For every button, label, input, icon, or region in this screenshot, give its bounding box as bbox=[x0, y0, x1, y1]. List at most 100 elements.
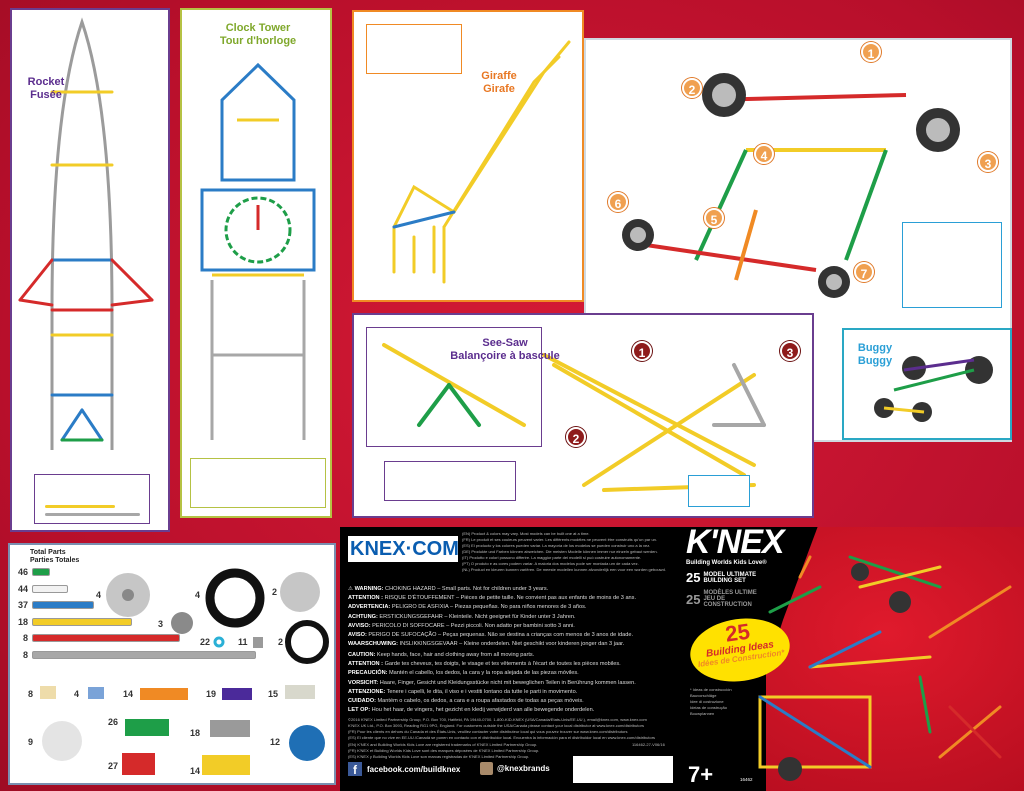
rod-piece bbox=[32, 650, 256, 659]
rod-count: 37 bbox=[17, 600, 28, 610]
cautions-line: PRECAUCIÓN: Mantén el cabello, los dedos… bbox=[348, 669, 636, 678]
part-count: 22 bbox=[200, 637, 211, 647]
knex-com-logo: KNEX·COM bbox=[348, 536, 459, 562]
set-count: 25 bbox=[686, 570, 701, 585]
line-label: LET OP: bbox=[348, 707, 371, 714]
part-count: 2 bbox=[272, 587, 278, 597]
line-text: PERICOLO DI SOFFOCARE – Pezzi piccoli. N… bbox=[370, 622, 575, 629]
line-label: ATTENTION : bbox=[348, 595, 384, 602]
giraffe-model bbox=[392, 40, 571, 284]
rocket-model bbox=[18, 17, 154, 450]
line-text: INSLIKKINGSGEVAAR – Kleine onderdelen. N… bbox=[398, 641, 625, 648]
part-count: 2 bbox=[278, 637, 284, 647]
legal-text: ©2016 K'NEX Limited Partnership Group, P… bbox=[348, 717, 655, 741]
buggy-step-3: 3 bbox=[978, 152, 998, 172]
title-fr: Parties Totales bbox=[30, 557, 80, 564]
note-line: (EN) Product & colors may vary. Most mod… bbox=[462, 531, 590, 536]
trademark-line: (FR) K'NEX et Building Worlds Kids Love … bbox=[348, 748, 540, 753]
rod-piece bbox=[32, 568, 50, 576]
rod-count: 44 bbox=[17, 583, 28, 594]
instagram-text: @knexbrands bbox=[497, 764, 550, 773]
line-text: Hou het haar, de vingers, het gezicht en… bbox=[370, 707, 595, 714]
line-text: PELIGRO DE ASFIXIA – Piezas pequeñas. No… bbox=[390, 604, 587, 611]
title-en: Giraffe bbox=[481, 70, 517, 82]
set-title: MODEL ULTIMATE BUILDING SET bbox=[703, 571, 757, 584]
line-text: Haare, Finger, Gesicht und Kleidungsstüc… bbox=[378, 679, 636, 686]
line-text: PERIGO DE SUFOCAÇÃO – Peças pequenas. Nã… bbox=[366, 632, 634, 639]
part-count: 8 bbox=[28, 689, 34, 699]
line-text: Tenere i capelli, le dita, il viso e i v… bbox=[385, 688, 578, 695]
see-saw-step-3: 3 bbox=[780, 341, 800, 361]
title-fr: Tour d'horloge bbox=[219, 35, 297, 47]
title-en: Clock Tower bbox=[225, 22, 291, 34]
rod-piece bbox=[32, 584, 68, 593]
line-label: AVISO: bbox=[348, 632, 367, 639]
warnings: ⚠ WARNING: CHOKING HAZARD – Small parts.… bbox=[348, 585, 636, 649]
buggy-step-6: 6 bbox=[608, 192, 628, 212]
footnote-line: Bauvorschläge bbox=[690, 693, 717, 698]
line-label: WARNING: bbox=[354, 586, 384, 592]
warning-icon: ⚠ bbox=[348, 586, 355, 592]
line-text: Mantén el cabello, los dedos, la cara y … bbox=[387, 670, 579, 677]
legal-line: (ES) El cliente que no vive en EE.UU./Ca… bbox=[348, 735, 656, 740]
set-name-fr: 25 MODÈLES ULTIME JEU DE CONSTRUCTION bbox=[686, 590, 758, 608]
cautions-line: ATTENZIONE: Tenere i capelli, le dita, i… bbox=[348, 688, 636, 697]
warnings-line: ACHTUNG: ERSTICKUNGSGEFAHR – Kleinteile.… bbox=[348, 613, 636, 622]
legal-line: (FR) Pour les clients en dehors du Canad… bbox=[348, 729, 628, 734]
product-notes: (EN) Product & colors may vary. Most mod… bbox=[462, 531, 676, 573]
note-line: (DE) Produkte und Farben können abweiche… bbox=[462, 549, 658, 554]
set-count: 25 bbox=[686, 591, 701, 607]
note-line: (ES) El producto y los colores pueden va… bbox=[462, 543, 651, 548]
see-saw-step-2: 2 bbox=[566, 427, 586, 447]
trademark-text: (EN) K'NEX and Building Worlds Kids Love… bbox=[348, 742, 539, 760]
line-text: CHOKING HAZARD – Small parts. Not for ch… bbox=[383, 586, 549, 592]
part-count: 4 bbox=[96, 590, 102, 600]
buggy-step-1: 1 bbox=[861, 42, 881, 62]
facebook-text: facebook.com/buildknex bbox=[367, 764, 461, 774]
trademark-line: (EN) K'NEX and Building Worlds Kids Love… bbox=[348, 742, 538, 747]
footnote-line: Bouwplannen bbox=[690, 711, 715, 716]
warnings-line: WAARSCHUWING: INSLIKKINGSGEVAAR – Kleine… bbox=[348, 640, 636, 649]
note-line: (IT) Prodotto e colori possono differire… bbox=[462, 555, 642, 560]
title-fr: Fusée bbox=[30, 89, 62, 101]
trademark-line: (ES) K'NEX y Building Worlds Kids Love s… bbox=[348, 754, 530, 759]
instagram-link[interactable]: @knexbrands bbox=[480, 762, 550, 775]
rod-count: 8 bbox=[22, 649, 28, 660]
rod-count: 18 bbox=[17, 616, 28, 627]
rod-count: 46 bbox=[17, 567, 28, 577]
item-number: 16462 bbox=[740, 777, 753, 782]
line-label: ACHTUNG: bbox=[348, 613, 378, 620]
giraffe-parts-legend bbox=[366, 24, 462, 74]
line-label: AVVISO: bbox=[348, 622, 371, 629]
cautions-line: CAUTION: Keep hands, face, hair and clot… bbox=[348, 651, 636, 660]
cautions-line: VORSICHT: Haare, Finger, Gesicht und Kle… bbox=[348, 679, 636, 688]
cautions-line: ATTENTION : Garde tes cheveux, tes doigt… bbox=[348, 660, 636, 669]
part-count: 3 bbox=[158, 619, 164, 629]
back-panel: KNEX·COM (EN) Product & colors may vary.… bbox=[340, 525, 1024, 791]
title-fr: Balançoire à bascule bbox=[450, 350, 560, 362]
warnings-line: ⚠ WARNING: CHOKING HAZARD – Small parts.… bbox=[348, 585, 636, 594]
title-fr: Buggy bbox=[857, 355, 893, 367]
rocket-parts-legend bbox=[34, 474, 150, 524]
tagline: Building Worlds Kids Love® bbox=[686, 560, 767, 566]
legal-line: ©2016 K'NEX Limited Partnership Group, P… bbox=[348, 717, 647, 722]
buggy-parts-legend bbox=[902, 222, 1002, 308]
part-count: 11 bbox=[238, 637, 248, 647]
footnote-line: * Ideas de construcción bbox=[690, 687, 732, 692]
rod-piece bbox=[32, 617, 132, 626]
rod-piece bbox=[32, 601, 94, 609]
buggy-step-4: 4 bbox=[754, 144, 774, 164]
line-label: PRECAUCIÓN: bbox=[348, 670, 388, 677]
see-saw-parts-legend bbox=[384, 461, 516, 501]
rod-count: 8 bbox=[22, 633, 28, 643]
part-count: 4 bbox=[195, 590, 201, 600]
warnings-line: ATTENTION : RISQUE D'ÉTOUFFEMENT – Pièce… bbox=[348, 594, 636, 603]
set-name-en: 25 MODEL ULTIMATE BUILDING SET bbox=[686, 570, 758, 585]
facebook-link[interactable]: f facebook.com/buildknex bbox=[348, 762, 461, 777]
note-line: (FR) Le produit et ses couleurs peuvent … bbox=[462, 537, 658, 542]
